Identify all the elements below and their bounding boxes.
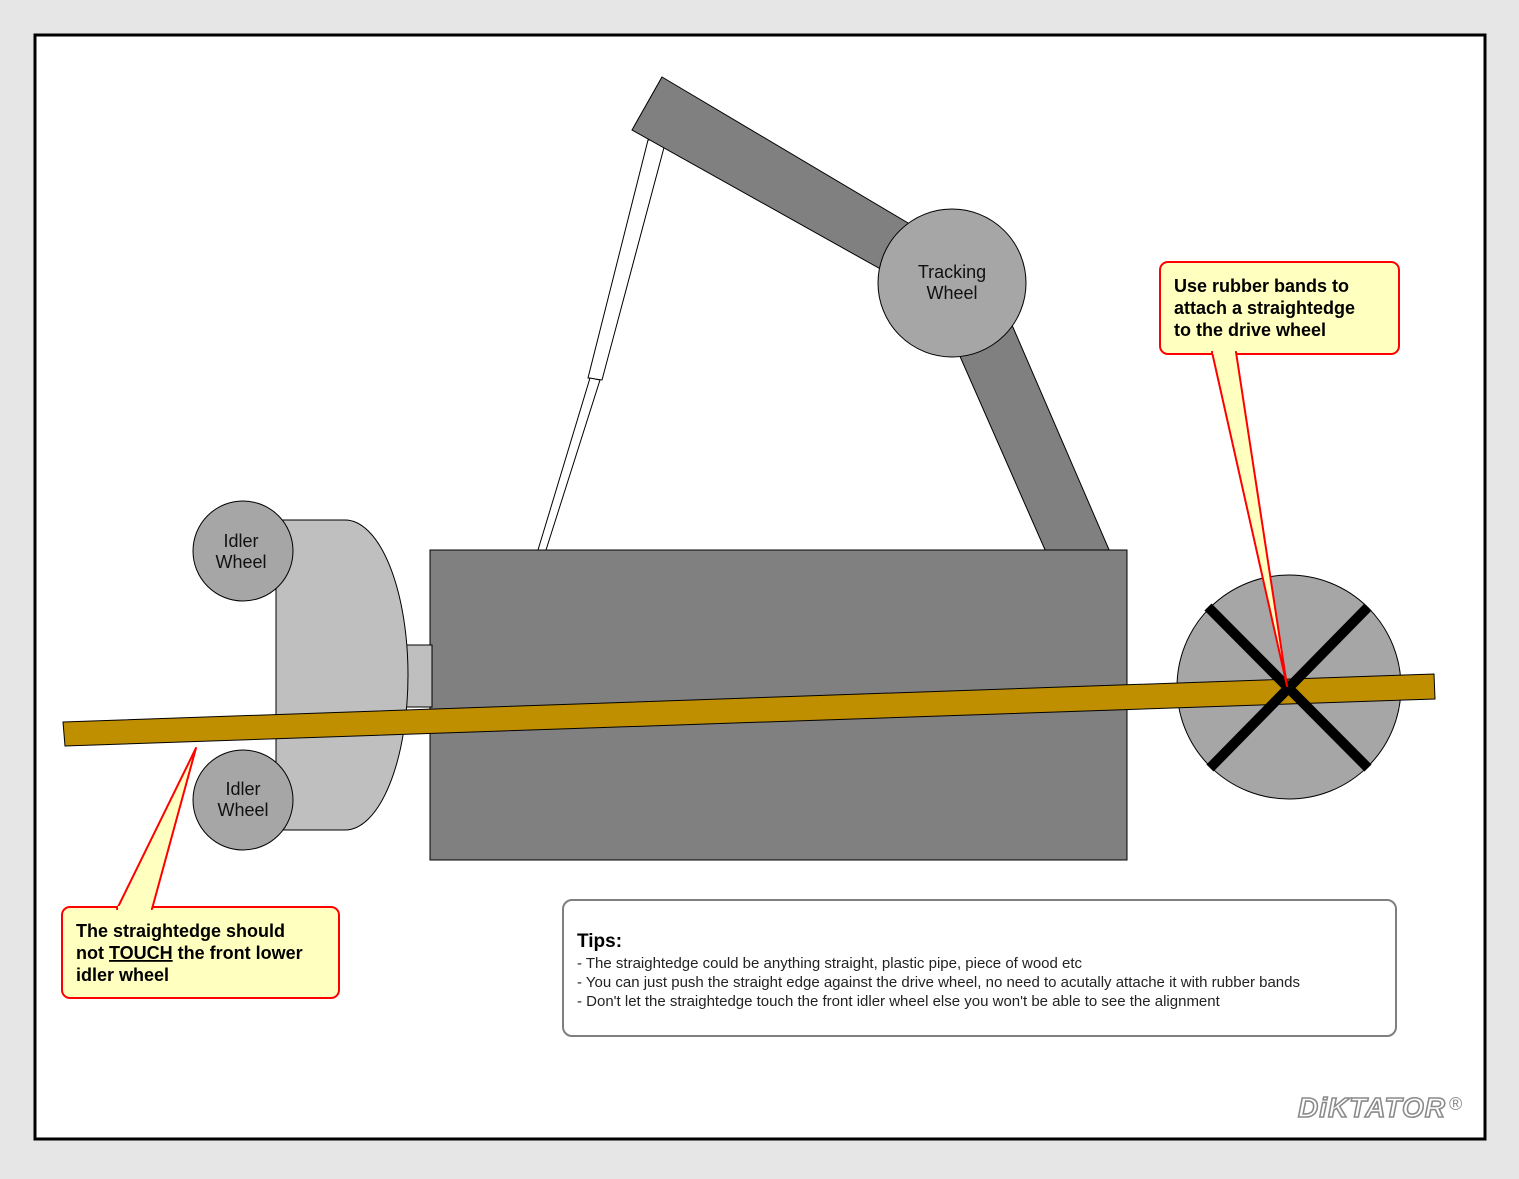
idler-wheel-top — [192, 500, 294, 602]
callout-straightedge: The straightedge should not TOUCH the fr… — [61, 747, 340, 999]
idler-wheel-housing — [275, 519, 409, 831]
callout-drive-wheel-line3: to the drive wheel — [1174, 320, 1326, 340]
straightedge — [62, 673, 1436, 747]
rubber-bands — [1204, 603, 1372, 772]
idler-wheel-bottom — [192, 749, 294, 851]
callout-straightedge-line2-before: not — [76, 943, 109, 963]
tracking-wheel-label-line1: Tracking — [918, 262, 986, 282]
tips-item-3: - Don't let the straightedge touch the f… — [577, 993, 1221, 1010]
callout-drive-wheel: Use rubber bands to attach a straightedg… — [1159, 261, 1400, 687]
housing-connector — [405, 644, 433, 708]
callout-drive-wheel-line2: attach a straightedge — [1174, 298, 1355, 318]
callout-straightedge-emphasis: TOUCH — [109, 943, 173, 963]
callout-straightedge-line2: not TOUCH the front lower — [76, 943, 303, 963]
diktator-logo-mark: ® — [1449, 1094, 1462, 1114]
idler-wheel-bottom-label-line2: Wheel — [217, 800, 268, 820]
tips-box: Tips: - The straightedge could be anythi… — [562, 899, 1397, 1037]
callout-straightedge-line3: idler wheel — [76, 965, 169, 985]
idler-wheel-top-label-line2: Wheel — [215, 552, 266, 572]
tracking-wheel — [877, 208, 1027, 358]
tips-item-1: - The straightedge could be anything str… — [577, 955, 1083, 972]
diktator-logo-text: DiKTATOR — [1298, 1092, 1446, 1123]
callout-straightedge-line1: The straightedge should — [76, 921, 285, 941]
callout-straightedge-line2-after: the front lower — [173, 943, 303, 963]
idler-wheel-top-label-line1: Idler — [223, 531, 258, 551]
tips-title: Tips: — [577, 931, 622, 952]
tips-item-2: - You can just push the straight edge ag… — [577, 974, 1300, 991]
callout-drive-wheel-line1: Use rubber bands to — [1174, 276, 1349, 296]
tracking-wheel-label-line2: Wheel — [926, 283, 977, 303]
diktator-logo: DiKTATOR ® — [1297, 1091, 1462, 1124]
idler-wheel-bottom-label-line1: Idler — [225, 779, 260, 799]
